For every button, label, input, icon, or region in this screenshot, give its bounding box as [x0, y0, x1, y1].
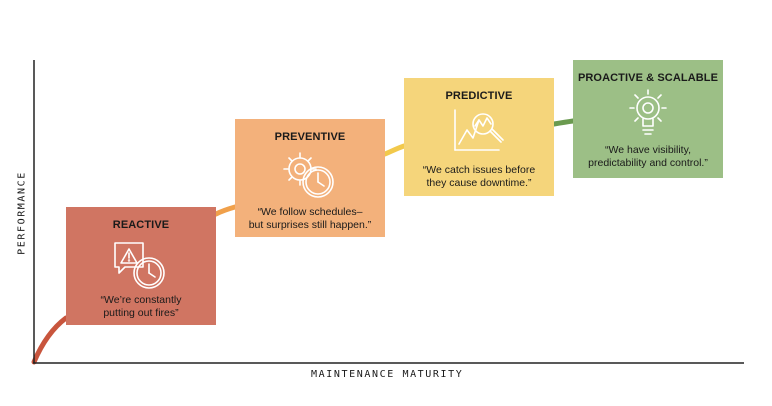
y-axis-label: PERFORMANCE — [16, 171, 28, 255]
curve-segment-reactive-to-preventive — [213, 204, 238, 217]
x-axis-label: MAINTENANCE MATURITY — [311, 369, 464, 380]
stage-title: REACTIVE — [112, 219, 170, 231]
gear-clock-icon — [283, 152, 334, 198]
curve-segment-preventive-to-predictive — [382, 143, 407, 157]
quote-line: “We have visibility, — [605, 144, 691, 156]
quote-line: but surprises still happen.” — [248, 219, 372, 231]
chart-magnifier-icon — [454, 109, 504, 151]
quote-line: putting out fires” — [103, 307, 179, 319]
gear-lightbulb-icon — [629, 89, 667, 135]
quote-line: “We’re constantly — [100, 294, 182, 306]
quote-line: they cause downtime.” — [426, 177, 532, 189]
alert-clock-icon — [114, 242, 165, 289]
stage-quote: “We’re constantly putting out fires” — [66, 294, 216, 320]
stage-title: PROACTIVE & SCALABLE — [577, 72, 719, 84]
stage-quote: “We follow schedules– but surprises stil… — [235, 206, 385, 232]
stage-title: PREDICTIVE — [445, 90, 513, 102]
quote-line: “We follow schedules– — [257, 206, 363, 218]
stage-title: PREVENTIVE — [274, 131, 346, 143]
stage-quote: “We catch issues before they cause downt… — [404, 164, 554, 190]
stage-predictive: PREDICTIVE “We catch issues before they … — [404, 78, 554, 196]
quote-line: “We catch issues before — [422, 164, 536, 176]
stage-preventive: PREVENTIVE “We follow schedules– but sur… — [235, 119, 385, 237]
stage-proactive-scalable: PROACTIVE & SCALABLE “We have visibility… — [573, 60, 723, 178]
stage-reactive: REACTIVE “We’re constantly putting out f… — [66, 207, 216, 325]
quote-line: predictability and control.” — [588, 157, 708, 169]
stage-quote: “We have visibility, predictability and … — [573, 144, 723, 170]
curve-segment-reactive — [31, 315, 69, 365]
curve-segment-predictive-to-proactive — [551, 118, 576, 127]
